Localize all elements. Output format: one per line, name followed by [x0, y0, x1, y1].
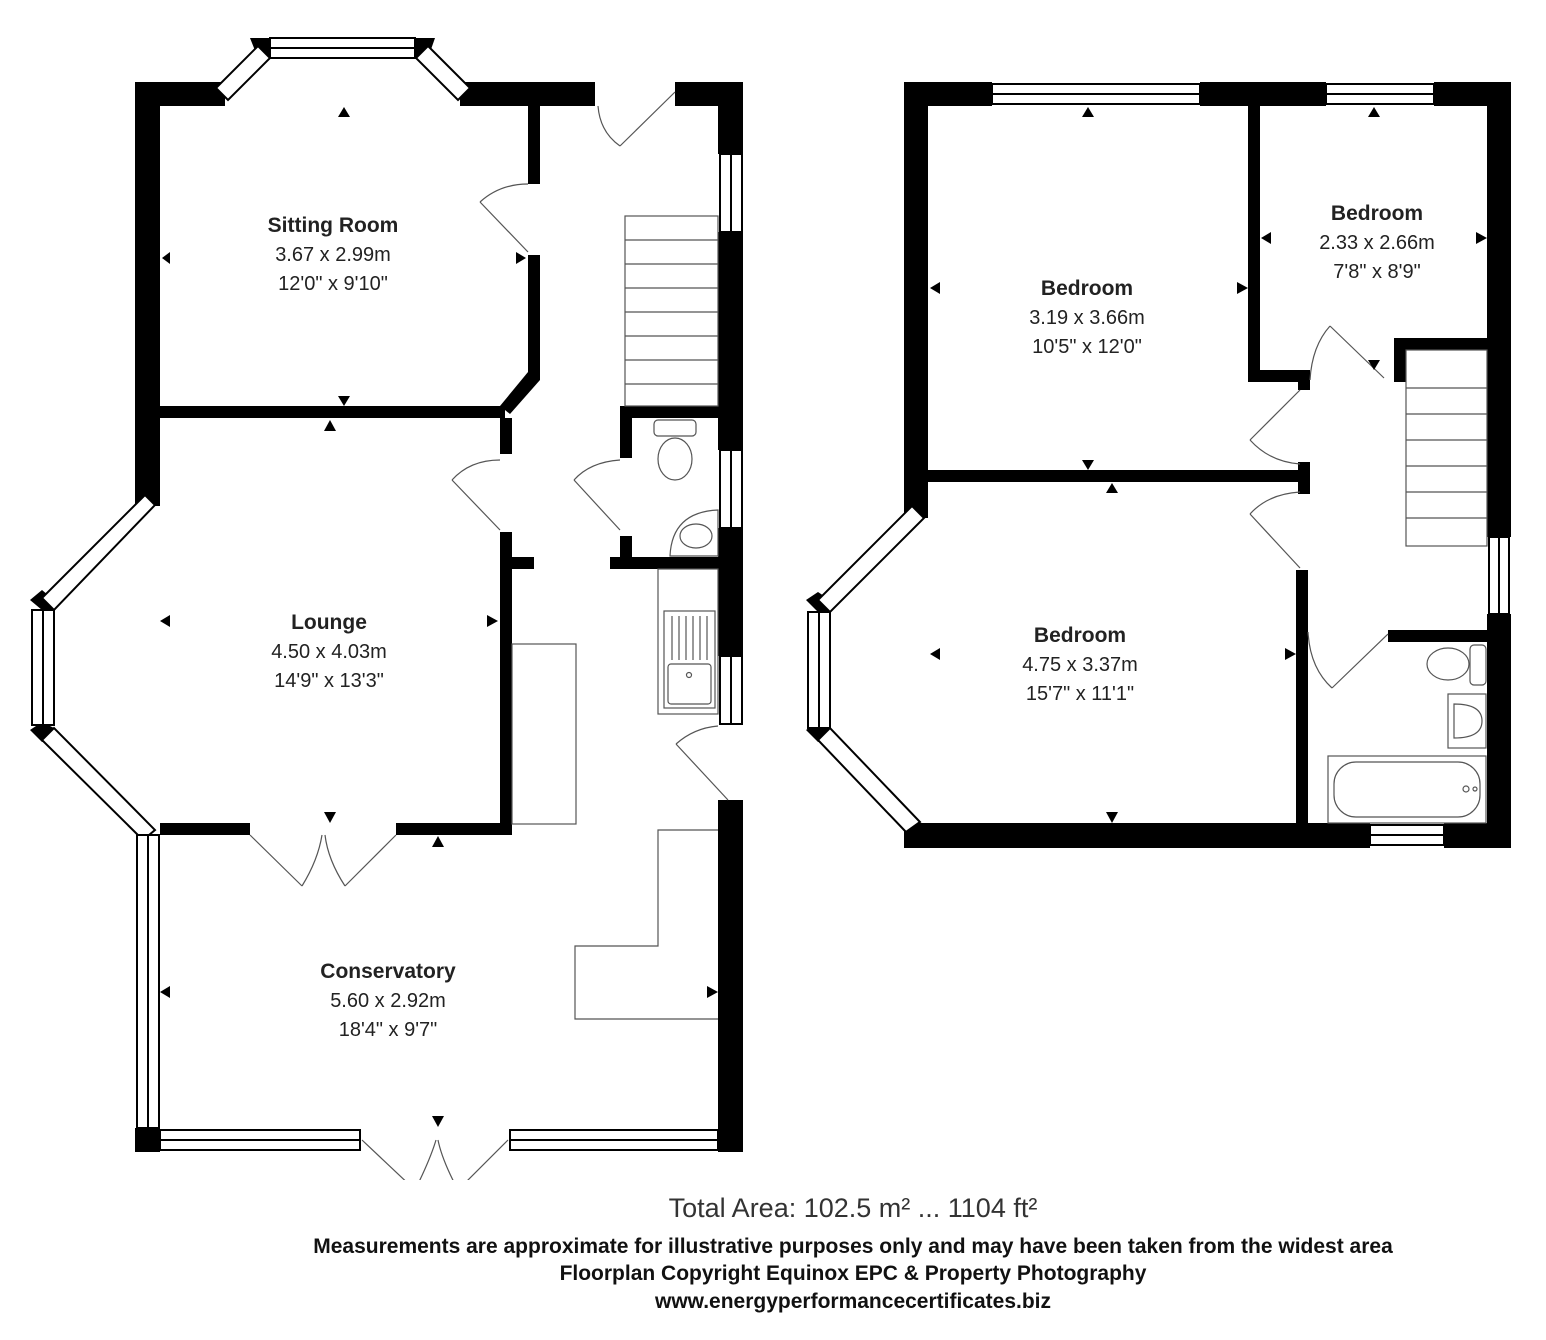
toilet-cistern: [1469, 644, 1487, 686]
lounge-name: Lounge: [291, 611, 367, 634]
bedroom-3-imperial: 15'7" x 11'1": [1026, 683, 1134, 705]
wall: [1394, 338, 1487, 350]
wall: [1487, 82, 1511, 537]
wall: [135, 82, 225, 106]
bedroom-1-imperial: 10'5" x 12'0": [1032, 336, 1142, 358]
wall: [904, 82, 928, 518]
wall: [620, 406, 632, 458]
wall: [1248, 106, 1260, 382]
conservatory-imperial: 18'4" x 9'7": [339, 1019, 438, 1041]
room-labels: Sitting Room 3.67 x 2.99m 12'0" x 9'10" …: [268, 202, 1435, 1041]
ground-floor-windows: [31, 37, 743, 1151]
wall: [718, 232, 743, 450]
bedroom-1-metric: 3.19 x 3.66m: [1029, 307, 1145, 329]
wall: [1296, 570, 1308, 826]
stairs: [1405, 349, 1488, 547]
wall: [500, 532, 512, 834]
wall: [500, 372, 540, 414]
wall: [528, 255, 540, 380]
stairs: [624, 215, 719, 407]
conservatory-name: Conservatory: [320, 960, 456, 983]
wall: [1200, 82, 1326, 106]
website-link[interactable]: www.energyperformancecertificates.biz: [654, 1290, 1052, 1313]
wall: [135, 82, 160, 502]
wall: [396, 823, 512, 835]
wall: [718, 528, 743, 656]
wall: [904, 823, 1370, 848]
wall: [610, 557, 730, 569]
lounge-metric: 4.50 x 4.03m: [271, 641, 387, 663]
wall: [1444, 823, 1511, 848]
wall: [718, 82, 743, 154]
first-floor-markers: [930, 107, 1487, 823]
wall: [1394, 338, 1406, 382]
first-floor-windows: [807, 83, 1510, 846]
wall: [718, 800, 743, 1152]
wall: [160, 823, 250, 835]
wall: [135, 1128, 160, 1152]
bedroom-3-metric: 4.75 x 3.37m: [1022, 654, 1138, 676]
wall: [1298, 370, 1310, 390]
wall: [160, 406, 505, 418]
copyright: Floorplan Copyright Equinox EPC & Proper…: [559, 1262, 1147, 1285]
toilet-bowl: [1426, 647, 1470, 681]
bedroom-2-metric: 2.33 x 2.66m: [1319, 232, 1435, 254]
wall: [528, 106, 540, 184]
lounge-imperial: 14'9" x 13'3": [274, 670, 384, 692]
wall: [928, 470, 1310, 482]
wall: [1298, 462, 1310, 494]
ground-floor-doors: [249, 91, 729, 1180]
ground-floor-fixtures: [511, 215, 719, 1020]
bedroom-2-name: Bedroom: [1331, 202, 1423, 225]
ground-floor: [30, 38, 743, 1152]
total-area: Total Area: 102.5 m² ... 1104 ft²: [668, 1193, 1038, 1223]
ground-floor-markers: [160, 107, 718, 1127]
bedroom-3-name: Bedroom: [1034, 624, 1126, 647]
wall: [1248, 370, 1310, 382]
sitting-room-name: Sitting Room: [268, 214, 399, 237]
wall: [460, 82, 595, 106]
disclaimer: Measurements are approximate for illustr…: [313, 1235, 1393, 1258]
wall: [512, 557, 534, 569]
conservatory-metric: 5.60 x 2.92m: [330, 990, 446, 1012]
bedroom-2-imperial: 7'8" x 8'9": [1333, 261, 1420, 283]
toilet-bowl: [657, 437, 693, 481]
bedroom-1-name: Bedroom: [1041, 277, 1133, 300]
wall: [1388, 630, 1487, 642]
first-floor-fixtures: [1327, 349, 1488, 824]
sitting-room-imperial: 12'0" x 9'10": [278, 273, 388, 295]
toilet-cistern: [653, 419, 697, 437]
first-floor-doors: [1249, 325, 1389, 689]
first-floor: [806, 82, 1511, 848]
floorplan-diagram: Sitting Room 3.67 x 2.99m 12'0" x 9'10" …: [30, 37, 1511, 1180]
wall: [1487, 614, 1511, 848]
fireplace-breast: [511, 643, 577, 825]
conservatory-unit: [574, 829, 718, 1020]
wall: [500, 418, 512, 454]
wall: [620, 406, 718, 418]
sitting-room-metric: 3.67 x 2.99m: [275, 244, 391, 266]
